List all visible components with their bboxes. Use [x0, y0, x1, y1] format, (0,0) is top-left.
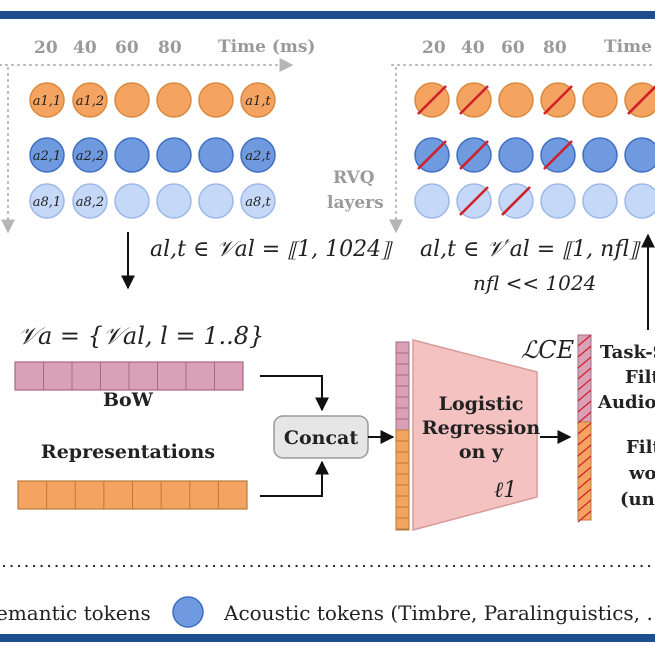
left-token-circle-1-6 — [240, 82, 276, 118]
concatenated-bow-vector — [395, 341, 410, 531]
right-token-circle-2-3 — [498, 137, 534, 173]
legend: emantic tokens Acoustic tokens (Timbre, … — [0, 596, 655, 628]
left-token-label-3-2: a8,2 — [76, 195, 104, 210]
left-token-circle-3-4 — [156, 183, 192, 219]
legend-acoustic-label: Acoustic tokens (Timbre, Paralinguistics… — [223, 601, 655, 625]
rvq-label-line1: RVQ — [333, 168, 375, 188]
bow-acoustic-vector — [17, 480, 248, 510]
output-labels: Task-S Filt Audio Filt wo (unu — [597, 342, 655, 510]
rvq-label-line2: layers — [327, 193, 384, 213]
left-time-tick-80: 80 — [158, 38, 182, 58]
left-token-circle-1-3 — [114, 82, 150, 118]
filtered-token-strike-3-2 — [459, 186, 489, 216]
left-token-circle-2-2 — [72, 137, 108, 173]
left-token-circle-2-3 — [114, 137, 150, 173]
right-token-circle-1-5 — [582, 82, 618, 118]
right-vocab-formula: al,t ∈ 𝒱′al = ⟦1, nfl⟧ — [420, 237, 641, 262]
bow-label-line2: Representations — [41, 441, 215, 463]
left-token-circle-2-5 — [198, 137, 234, 173]
bow-semantic-vector — [14, 361, 244, 391]
filtered-token-strike-1-4 — [543, 85, 573, 115]
concat-label: Concat — [284, 427, 358, 449]
concat-node: Concat — [273, 415, 369, 459]
vocab-size-constraint: nfl << 1024 — [473, 271, 596, 295]
left-token-label-1-2: a1,2 — [76, 94, 104, 109]
output-line3: Audio — [597, 392, 655, 413]
logreg-line2: Regression — [422, 417, 541, 439]
left-token-circle-3-2 — [72, 183, 108, 219]
output-line2: Filt — [625, 367, 655, 388]
left-time-tick-60: 60 — [115, 38, 139, 58]
filtered-token-strike-2-2 — [459, 140, 489, 170]
right-token-grid — [414, 82, 655, 219]
right-token-circle-2-5 — [582, 137, 618, 173]
left-token-label-1-6: a1,t — [245, 94, 271, 109]
legend-semantic-label: emantic tokens — [0, 601, 151, 625]
filtered-token-strike-3-3 — [501, 186, 531, 216]
cross-entropy-loss: ℒCE — [521, 336, 575, 364]
left-token-label-2-2: a2,2 — [76, 149, 104, 164]
left-panel: 20 40 60 80 Time (ms) a1,1 a1,2 a1,t a2,1 a2… — [0, 37, 393, 290]
right-time-tick-20: 20 — [422, 38, 446, 58]
output-line5: wo — [628, 463, 655, 484]
left-token-label-3-1: a8,1 — [33, 195, 61, 210]
bow-label-line1: BoW — [103, 389, 154, 411]
output-line4: Filt — [626, 437, 655, 458]
right-time-axis-label: Time — [604, 37, 652, 57]
filtered-token-strike-2-4 — [543, 140, 573, 170]
pink-to-concat-arrow — [260, 375, 329, 412]
right-token-circle-3-6 — [624, 183, 655, 219]
left-token-circle-1-1 — [29, 82, 65, 118]
filtered-token-strike-2-1 — [417, 140, 447, 170]
left-token-circle-1-5 — [198, 82, 234, 118]
logreg-line1: Logistic — [439, 393, 524, 415]
vocab-set-formula: 𝒱a = {𝒱al, l = 1..8} — [18, 322, 264, 350]
left-token-circle-2-6 — [240, 137, 276, 173]
right-token-circle-3-4 — [540, 183, 576, 219]
left-token-circle-1-4 — [156, 82, 192, 118]
logistic-regression-block: Logistic Regression on y ℓ1 — [412, 339, 541, 531]
left-vocab-formula: al,t ∈ 𝒱al = ⟦1, 1024⟧ — [150, 237, 393, 262]
left-time-tick-20: 20 — [34, 38, 58, 58]
left-token-circle-3-6 — [240, 183, 276, 219]
right-time-tick-60: 60 — [501, 38, 525, 58]
left-token-label-1-1: a1,1 — [33, 94, 61, 109]
filtered-output-vector — [577, 334, 592, 523]
left-time-tick-40: 40 — [73, 38, 97, 58]
left-token-circle-3-1 — [29, 183, 65, 219]
l1-regularization: ℓ1 — [494, 478, 517, 503]
left-token-label-3-6: a8,t — [245, 195, 271, 210]
top-frame-bar — [0, 11, 655, 19]
right-token-circle-2-6 — [624, 137, 655, 173]
filtered-token-strike-1-2 — [459, 85, 489, 115]
left-token-label-2-1: a2,1 — [33, 149, 61, 164]
left-token-circle-3-3 — [114, 183, 150, 219]
left-token-circle-1-2 — [72, 82, 108, 118]
filtered-token-strike-1-1 — [417, 85, 447, 115]
left-token-circle-3-5 — [198, 183, 234, 219]
orange-to-concat-arrow — [260, 460, 329, 497]
bottom-frame-bar — [0, 634, 655, 642]
right-token-circle-3-1 — [414, 183, 450, 219]
bow-section: 𝒱a = {𝒱al, l = 1..8} BoW Representations — [14, 322, 264, 510]
left-time-axis-label: Time (ms) — [218, 37, 315, 57]
right-panel: 20 40 60 80 Time RVQ layers al,t ∈ 𝒱′al … — [327, 37, 655, 330]
left-token-circle-2-1 — [29, 137, 65, 173]
legend-acoustic-swatch — [172, 596, 204, 628]
left-token-grid: a1,1 a1,2 a1,t a2,1 a2,2 a2,t a8,1 a8,2 a8,t — [29, 82, 276, 219]
output-line1: Task-S — [600, 342, 655, 363]
left-token-label-2-6: a2,t — [245, 149, 271, 164]
right-token-circle-1-3 — [498, 82, 534, 118]
filtered-token-strike-1-6 — [627, 85, 655, 115]
left-token-circle-2-4 — [156, 137, 192, 173]
logreg-line3: on y — [459, 441, 504, 463]
right-time-tick-40: 40 — [461, 38, 485, 58]
right-token-circle-3-5 — [582, 183, 618, 219]
right-time-tick-80: 80 — [543, 38, 567, 58]
output-line6: (unu — [620, 489, 655, 510]
